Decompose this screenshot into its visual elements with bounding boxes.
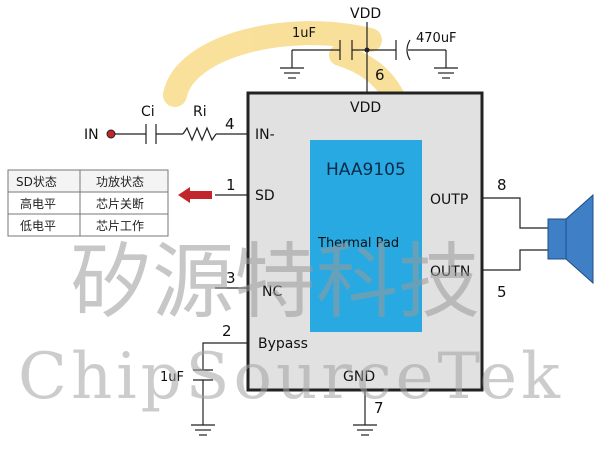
ci-label: Ci (141, 104, 155, 120)
pin-bypass-number: 2 (222, 322, 232, 340)
pin-nc-number: 3 (226, 269, 236, 287)
cap-1uf-label: 1uF (292, 26, 316, 41)
capacitor-470uf (395, 39, 411, 61)
thermal-pad-label: Thermal Pad (317, 236, 399, 251)
pin-outn-label: OUTN (430, 264, 470, 280)
speaker-icon (547, 193, 594, 285)
pin-in-number: 4 (225, 115, 235, 133)
watermark-english: ChipSourceTek (18, 340, 564, 414)
cap-470uf-label: 470uF (416, 31, 457, 46)
table-cell: 高电平 (20, 196, 56, 211)
table-header-amp: 功放状态 (96, 174, 144, 189)
ground-symbol (191, 424, 215, 436)
ground-symbol (280, 50, 304, 79)
sd-state-table: SD状态 功放状态 高电平 芯片关断 低电平 芯片工作 (7, 169, 169, 237)
input-label: IN (84, 127, 99, 143)
resistor-ri (182, 126, 217, 142)
pin-outn-number: 5 (497, 283, 507, 301)
ground-symbol (434, 50, 458, 79)
pin-outp-label: OUTP (430, 192, 468, 208)
table-cell: 低电平 (20, 219, 56, 233)
ri-label: Ri (193, 104, 207, 120)
pin-gnd-label: GND (343, 369, 375, 385)
thermal-pad (310, 140, 422, 332)
pin-sd-label: SD (255, 188, 275, 204)
capacitor-ci (145, 124, 157, 144)
capacitor-1uf (339, 40, 353, 60)
sd-arrow-icon (178, 187, 212, 203)
table-cell: 芯片关断 (96, 196, 144, 211)
chip-name: HAA9105 (326, 160, 406, 180)
input-terminal (106, 129, 116, 139)
pin-gnd-number: 7 (374, 399, 384, 417)
table-cell: 芯片工作 (96, 219, 144, 233)
pin-vdd-number: 6 (375, 66, 385, 84)
table-header-sd: SD状态 (16, 175, 57, 189)
bypass-cap-label: 1uF (160, 370, 184, 385)
pin-bypass-label: Bypass (258, 336, 308, 352)
vdd-supply-label: VDD (350, 6, 381, 22)
pin-vdd-label: VDD (350, 100, 381, 116)
pin-outp-number: 8 (497, 176, 507, 194)
watermark-chinese: 矽源特科技 (70, 235, 480, 330)
pin-sd-number: 1 (226, 176, 236, 194)
pin-in-label: IN- (255, 127, 275, 143)
ground-symbol (353, 424, 377, 436)
pin-nc-label: NC (262, 284, 282, 300)
